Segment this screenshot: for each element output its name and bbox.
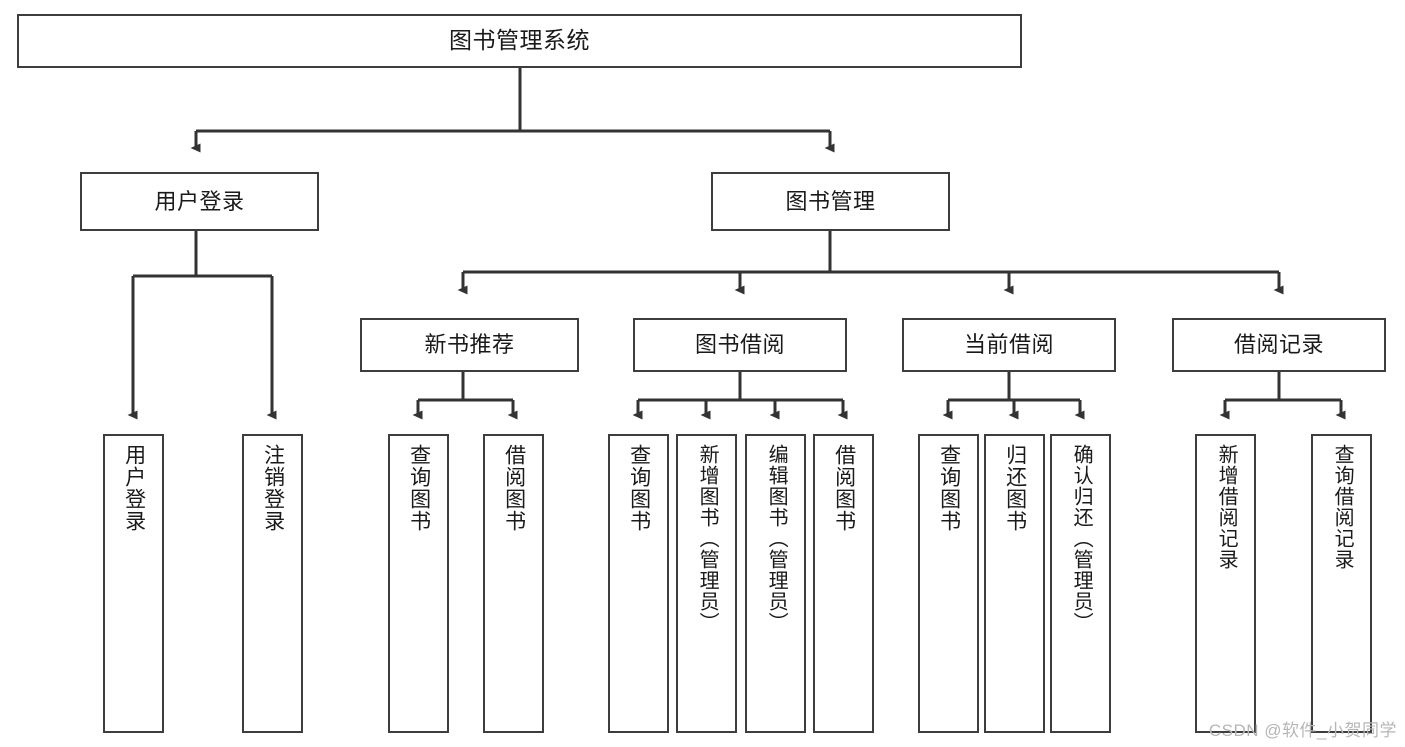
leaf-borrow-add-book-admin[interactable]: 新增图书（管理员） [676,434,737,733]
node-root-book-management-system[interactable]: 图书管理系统 [17,14,1022,68]
leaf-newbook-query-books[interactable]: 查询图书 [388,434,449,733]
node-new-book-recommendation[interactable]: 新书推荐 [360,318,579,372]
node-label: 新增图书（管理员） [696,444,719,633]
node-borrow-record[interactable]: 借阅记录 [1172,318,1386,372]
node-label: 新增借阅记录 [1215,444,1238,570]
node-label: 确认归还（管理员） [1070,444,1093,633]
node-book-borrow[interactable]: 图书借阅 [633,318,847,372]
leaf-current-confirm-return-admin[interactable]: 确认归还（管理员） [1050,434,1111,733]
leaf-record-add-borrow-record[interactable]: 新增借阅记录 [1195,434,1256,733]
leaf-newbook-borrow-books[interactable]: 借阅图书 [483,434,544,733]
node-label: 用户登录 [122,444,146,532]
node-label: 图书管理系统 [449,27,590,54]
node-label: 查询借阅记录 [1331,444,1354,570]
leaf-current-return-books[interactable]: 归还图书 [984,434,1045,733]
node-label: 用户登录 [154,188,245,214]
leaf-record-query-borrow-record[interactable]: 查询借阅记录 [1311,434,1372,733]
node-label: 查询图书 [407,444,431,532]
node-book-management[interactable]: 图书管理 [711,172,950,231]
node-label: 当前借阅 [963,332,1054,358]
node-current-borrow[interactable]: 当前借阅 [902,318,1116,372]
node-label: 查询图书 [627,444,651,532]
node-label: 新书推荐 [424,332,515,358]
node-label: 归还图书 [1003,444,1027,532]
node-label: 图书借阅 [694,332,785,358]
leaf-borrow-edit-book-admin[interactable]: 编辑图书（管理员） [745,434,806,733]
node-label: 图书管理 [785,188,876,214]
leaf-current-query-books[interactable]: 查询图书 [918,434,979,733]
node-label: 注销登录 [261,444,285,532]
leaf-logout-login[interactable]: 注销登录 [242,434,303,733]
node-label: 查询图书 [937,444,961,532]
leaf-borrow-query-books[interactable]: 查询图书 [608,434,669,733]
leaf-user-login[interactable]: 用户登录 [103,434,164,733]
leaf-borrow-borrow-books[interactable]: 借阅图书 [813,434,874,733]
node-label: 借阅图书 [832,444,856,532]
node-label: 借阅图书 [502,444,526,532]
node-label: 编辑图书（管理员） [765,444,788,633]
node-label: 借阅记录 [1233,332,1324,358]
node-user-login[interactable]: 用户登录 [80,172,319,231]
csdn-watermark: CSDN @软件_小贺同学 [1208,721,1397,740]
